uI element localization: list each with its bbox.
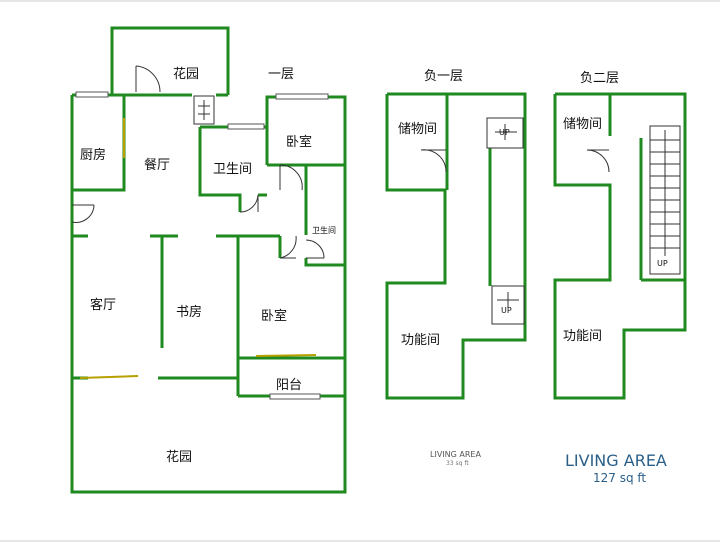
b1-stair-top-arrow — [495, 124, 517, 140]
wall-bath1-left — [198, 127, 242, 212]
b2-stair-label: UP — [657, 259, 668, 268]
sliding-door-living — [79, 375, 139, 379]
b1-stair-top-label: UP — [499, 128, 510, 137]
b2-function: 功能间 — [563, 329, 602, 344]
first-floor: 一层 花园 厨房 餐厅 卫生间 卧室 卫生间 客厅 书房 卧室 阳台 花园 — [70, 26, 347, 494]
window-bedroom1 — [275, 93, 329, 100]
door-b1-storage — [420, 149, 447, 173]
room-bath2: 卫生间 — [312, 225, 336, 235]
window-kitchen — [75, 91, 109, 98]
basement-two: 负二层 储物间 功能间 UP — [553, 71, 687, 400]
door-bedroom2 — [279, 235, 297, 259]
basement-one: 负一层 储物间 功能间 UP UP — [385, 69, 527, 400]
wall-garden-top — [110, 26, 230, 95]
b1-stair-bottom — [491, 285, 525, 325]
b1-stair-bottom-label: UP — [501, 306, 512, 315]
wall-b2-outer — [553, 92, 687, 400]
entry-stair — [193, 95, 215, 125]
room-balcony: 阳台 — [276, 378, 302, 393]
room-bedroom2: 卧室 — [261, 308, 287, 324]
b2-storage: 储物间 — [563, 117, 602, 132]
b1-title: 负一层 — [424, 69, 463, 84]
living-area-small-value: 33 sq ft — [446, 460, 469, 467]
first-floor-title: 一层 — [268, 67, 294, 82]
room-dining: 餐厅 — [144, 157, 170, 173]
living-area-big-value: 127 sq ft — [593, 471, 646, 485]
b1-stair-top — [486, 117, 524, 149]
living-area-small-label: LIVING AREA — [430, 450, 481, 459]
entry-stair-arrow — [198, 100, 210, 120]
b1-stair-bottom-arrow — [497, 292, 519, 308]
living-area-big-label: LIVING AREA — [565, 451, 667, 470]
b1-function: 功能间 — [401, 333, 440, 348]
door-bath1 — [239, 194, 259, 213]
wall-outer — [70, 95, 347, 494]
wall-bath2-bottom — [304, 258, 345, 267]
room-bath1: 卫生间 — [213, 162, 252, 177]
room-garden-bottom: 花园 — [166, 449, 192, 465]
b2-stair-treads — [650, 130, 680, 256]
wall-kitchen — [72, 95, 126, 192]
wall-b1-outer — [385, 92, 527, 400]
room-kitchen: 厨房 — [80, 147, 106, 163]
window-bath1 — [227, 123, 265, 130]
door-b2-storage — [586, 149, 610, 173]
room-study: 书房 — [176, 304, 202, 320]
b2-title: 负二层 — [580, 71, 619, 86]
b1-storage: 储物间 — [398, 122, 437, 137]
door-garden — [135, 65, 161, 93]
door-bath2 — [305, 239, 325, 259]
sliding-door-bedroom2 — [255, 354, 317, 357]
window-balcony — [269, 393, 321, 400]
room-garden-top: 花园 — [173, 66, 199, 82]
door-bedroom1 — [279, 164, 303, 191]
room-bedroom1: 卧室 — [286, 134, 312, 150]
room-living: 客厅 — [90, 297, 116, 313]
door-kitchen — [71, 204, 95, 223]
